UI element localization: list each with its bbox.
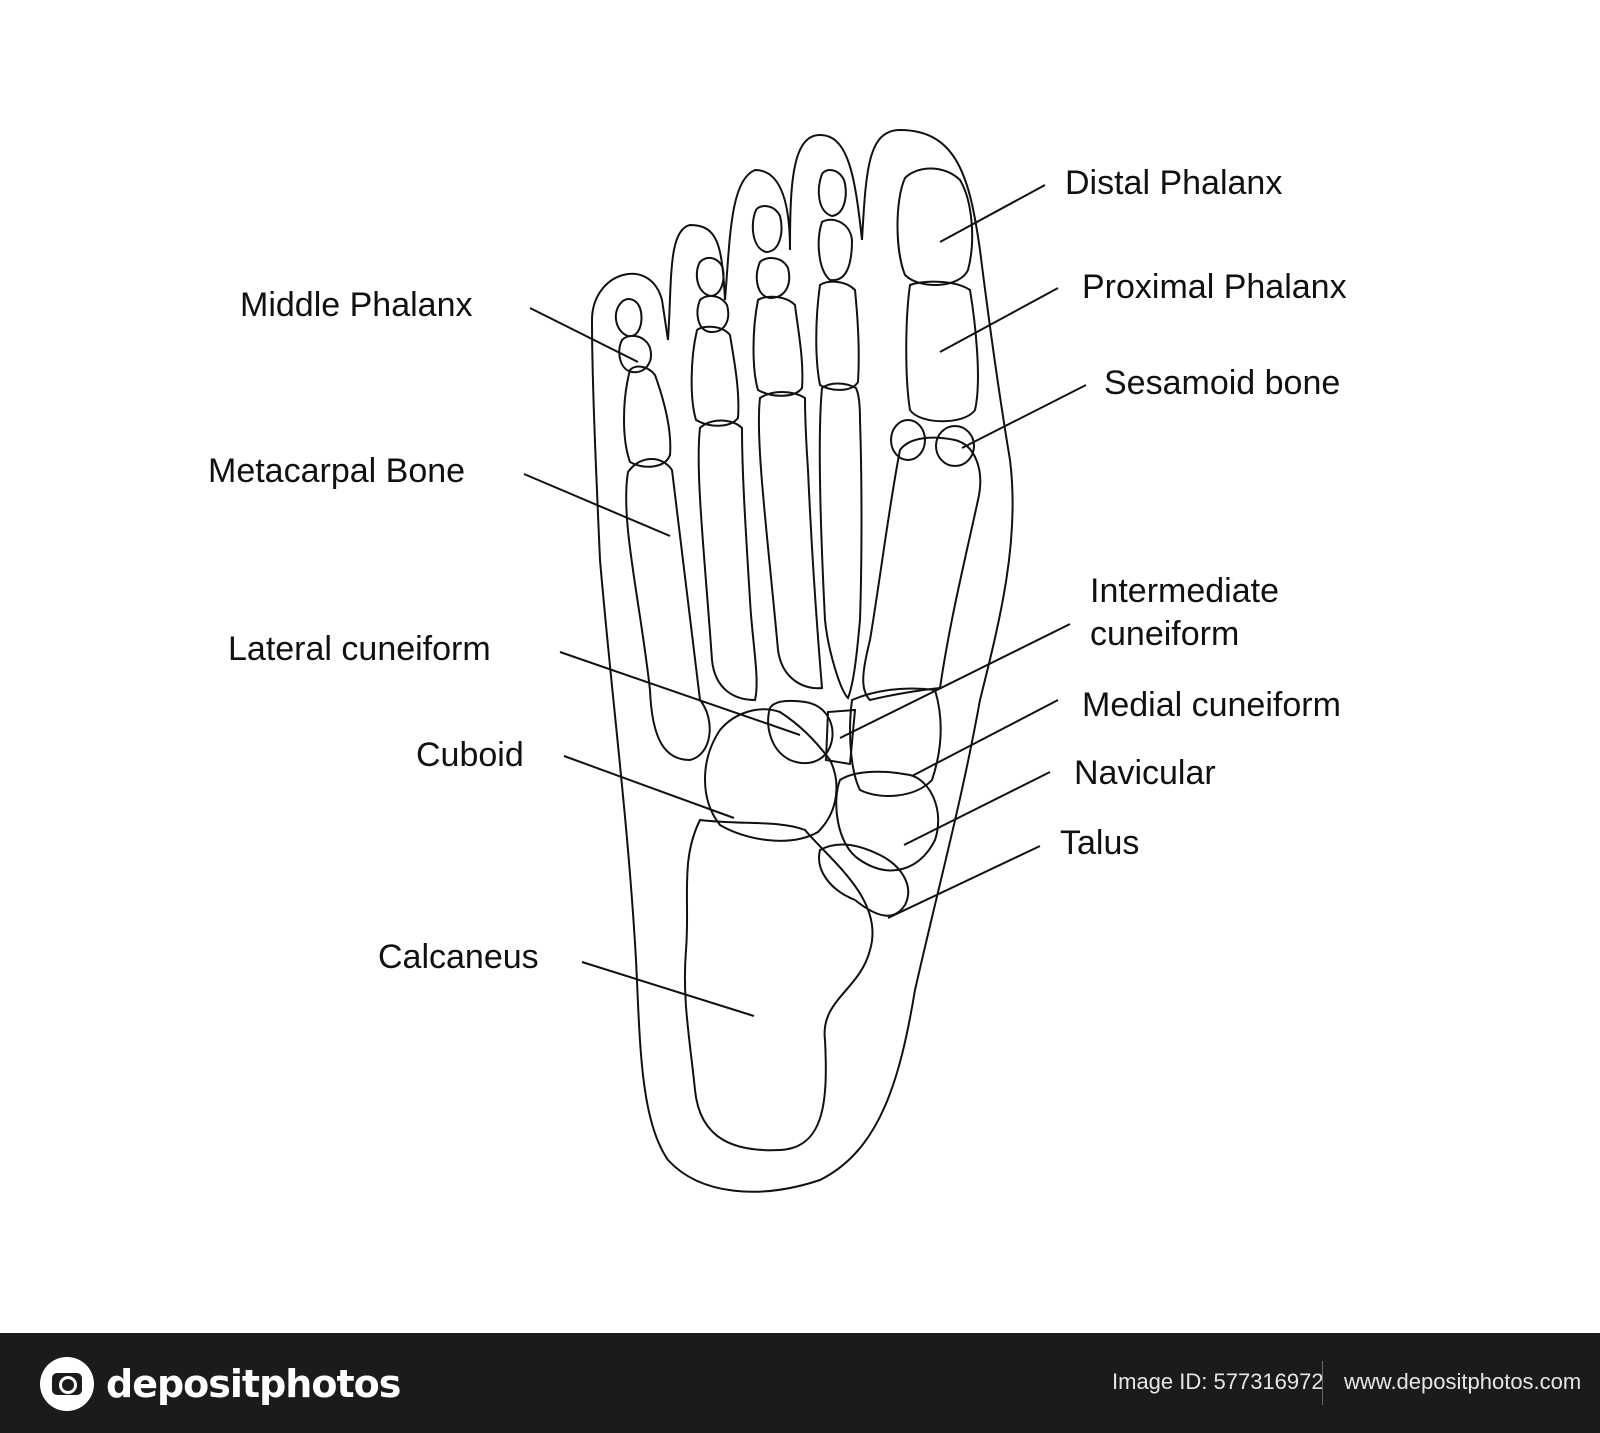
proximal-phalanx-3 <box>752 295 804 397</box>
label-intermediate-cuneiform: Intermediate cuneiform <box>1090 572 1279 653</box>
leader-line-metacarpal-bone <box>523 473 671 537</box>
leader-line-middle-phalanx <box>529 307 639 363</box>
distal-phalanx-1 <box>896 167 974 287</box>
distal-phalanx-3 <box>751 205 783 254</box>
intermediate-cuneiform-bone <box>824 708 857 766</box>
metatarsal-1 <box>862 436 982 702</box>
label-metacarpal-bone: Metacarpal Bone <box>208 452 466 490</box>
leader-line-lateral-cuneiform <box>559 651 801 736</box>
sesamoid-bone-lateral <box>890 419 926 461</box>
proximal-phalanx-2 <box>815 280 860 391</box>
proximal-phalanx-5 <box>623 365 672 468</box>
leader-line-cuboid <box>563 755 735 819</box>
metatarsal-5 <box>625 458 711 762</box>
leader-line-distal-phalanx <box>939 184 1046 243</box>
leader-line-proximal-phalanx <box>939 287 1059 353</box>
distal-phalanx-2 <box>817 169 847 218</box>
label-proximal-phalanx: Proximal Phalanx <box>1082 268 1347 306</box>
middle-phalanx-3 <box>755 257 791 300</box>
leader-line-navicular <box>903 771 1051 846</box>
metatarsal-2 <box>818 382 863 700</box>
calcaneus-bone <box>683 818 874 1152</box>
lateral-cuneiform-bone <box>767 699 834 765</box>
foot-outline <box>590 128 1014 1193</box>
footer-bar: depositphotos Image ID: 577316972 www.de… <box>0 1333 1600 1433</box>
distal-phalanx-5 <box>614 298 643 338</box>
label-navicular: Navicular <box>1074 754 1216 792</box>
middle-phalanx-2 <box>817 218 854 282</box>
label-medial-cuneiform: Medial cuneiform <box>1082 686 1341 724</box>
sesamoid-bone-medial <box>935 425 975 467</box>
leader-line-medial-cuneiform <box>911 699 1059 777</box>
label-distal-phalanx: Distal Phalanx <box>1065 164 1283 202</box>
talus-bone <box>818 843 910 917</box>
navicular-bone <box>835 770 940 872</box>
medial-cuneiform-bone <box>849 687 942 797</box>
footer-divider <box>1322 1361 1323 1405</box>
leader-line-calcaneus <box>581 961 755 1017</box>
foot-skeleton-diagram: Distal Phalanx Proximal Phalanx Sesamoid… <box>208 128 1347 1193</box>
image-id: Image ID: 577316972 <box>1112 1369 1324 1394</box>
label-sesamoid-bone: Sesamoid bone <box>1104 364 1341 402</box>
label-lateral-cuneiform: Lateral cuneiform <box>228 630 491 668</box>
label-calcaneus: Calcaneus <box>378 938 539 976</box>
label-cuboid: Cuboid <box>416 736 524 774</box>
leader-line-talus <box>887 845 1041 919</box>
distal-phalanx-4 <box>695 256 725 298</box>
label-middle-phalanx: Middle Phalanx <box>240 286 473 324</box>
foot-bones-drawing <box>523 128 1087 1193</box>
proximal-phalanx-1 <box>905 280 979 423</box>
camera-icon <box>40 1357 94 1411</box>
metatarsal-4 <box>697 419 758 702</box>
leader-line-intermediate-cuneiform <box>839 623 1071 739</box>
brand-logo[interactable]: depositphotos <box>40 1357 401 1411</box>
proximal-phalanx-4 <box>690 325 740 427</box>
metatarsal-3 <box>757 391 824 690</box>
label-talus: Talus <box>1060 824 1140 862</box>
brand-name: depositphotos <box>106 1362 401 1406</box>
leader-line-sesamoid-bone <box>961 384 1087 449</box>
middle-phalanx-5 <box>618 334 652 374</box>
site-url[interactable]: www.depositphotos.com <box>1344 1369 1582 1394</box>
